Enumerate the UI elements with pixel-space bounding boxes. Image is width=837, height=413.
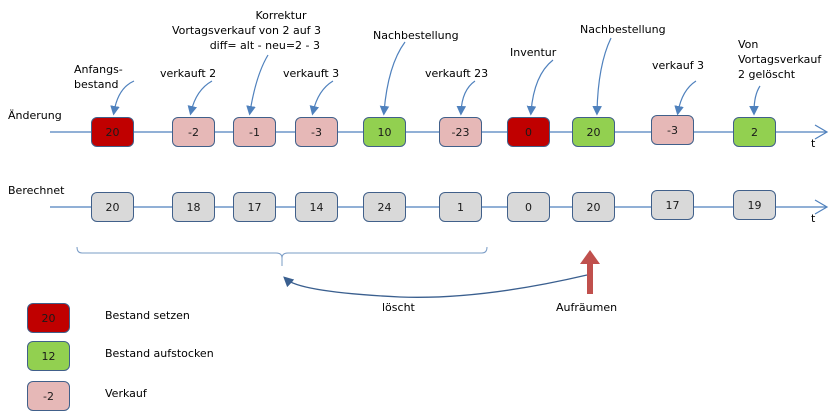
callout-arrow <box>592 37 612 116</box>
change-box-restock: 10 <box>363 117 406 147</box>
change-box-sale: -3 <box>651 115 694 145</box>
annotation-line: Vortagsverkauf von 2 auf 3 <box>172 24 322 37</box>
deletes-arrow <box>283 274 588 298</box>
annotation-line: Korrektur <box>255 9 307 22</box>
callout-arrow <box>110 80 135 116</box>
callout-arrows <box>110 37 761 116</box>
change-box-sale: -2 <box>172 117 215 147</box>
legend-swatch-restock: 12 <box>27 341 70 371</box>
annotation-line: Von <box>738 38 759 51</box>
annotation-label: verkauft 3 <box>283 66 339 81</box>
annotation-line: Inventur <box>510 46 557 59</box>
annotation-line: verkauft 2 <box>160 67 217 80</box>
computed-box: 24 <box>363 192 406 222</box>
legend-label-restock: Bestand aufstocken <box>105 347 214 360</box>
computed-box: 17 <box>233 192 276 222</box>
change-box-sale: -1 <box>233 117 276 147</box>
change-axis-t-label: t <box>811 137 816 150</box>
legend-label-set: Bestand setzen <box>105 309 190 322</box>
callout-arrow <box>526 59 554 116</box>
annotation-label: Nachbestellung <box>373 28 459 43</box>
legend-label-sale: Verkauf <box>105 387 147 400</box>
annotation-label: Nachbestellung <box>580 22 666 37</box>
annotation-line: Anfangs- <box>74 63 123 76</box>
annotation-label: verkauft 23 <box>425 66 488 81</box>
annotation-line: Nachbestellung <box>373 29 459 42</box>
computed-box: 19 <box>733 190 776 220</box>
legend-swatch-set: 20 <box>27 303 70 333</box>
callout-arrow <box>456 80 476 116</box>
change-box-set: 0 <box>507 117 550 147</box>
brace <box>76 246 488 259</box>
change-box-sale: -3 <box>295 117 338 147</box>
change-row-label: Änderung <box>8 109 62 122</box>
annotation-line: Vortagsverkauf <box>738 53 822 66</box>
computed-axis-t-label: t <box>811 212 816 225</box>
change-box-sale: -23 <box>439 117 482 147</box>
callout-arrow <box>749 85 761 116</box>
callout-arrow <box>309 80 334 116</box>
change-box-restock: 2 <box>733 117 776 147</box>
annotation-line: verkauf 3 <box>652 59 705 72</box>
annotation-label: verkauf 3 <box>652 58 704 73</box>
cleanup-label: Aufräumen <box>556 301 618 314</box>
annotation-line: 2 gelöscht <box>738 68 796 81</box>
callout-arrow <box>187 80 213 116</box>
legend-swatch-sale: -2 <box>27 381 70 411</box>
callout-arrow <box>674 80 697 116</box>
computed-box: 20 <box>91 192 134 222</box>
annotation-line: bestand <box>74 78 119 91</box>
computed-row-label: Berechnet <box>8 184 65 197</box>
annotation-line: diff= alt - neu=2 - 3 <box>209 39 320 52</box>
deletes-label: löscht <box>382 301 415 314</box>
annotation-line: verkauft 23 <box>425 67 489 80</box>
callout-arrow <box>246 54 269 116</box>
annotation-label: Inventur <box>510 45 556 60</box>
callout-arrow <box>379 41 406 116</box>
annotation-line: Nachbestellung <box>580 23 666 36</box>
computed-box: 1 <box>439 192 482 222</box>
annotation-label: Anfangs-bestand <box>74 62 123 92</box>
computed-box: 14 <box>295 192 338 222</box>
computed-box: 17 <box>651 190 694 220</box>
computed-box: 0 <box>507 192 550 222</box>
annotation-label: verkauft 2 <box>160 66 216 81</box>
cleanup-arrow <box>580 250 600 294</box>
computed-box: 18 <box>172 192 215 222</box>
change-box-restock: 20 <box>572 117 615 147</box>
annotation-line: verkauft 3 <box>283 67 340 80</box>
change-box-set: 20 <box>91 117 134 147</box>
computed-box: 20 <box>572 192 615 222</box>
